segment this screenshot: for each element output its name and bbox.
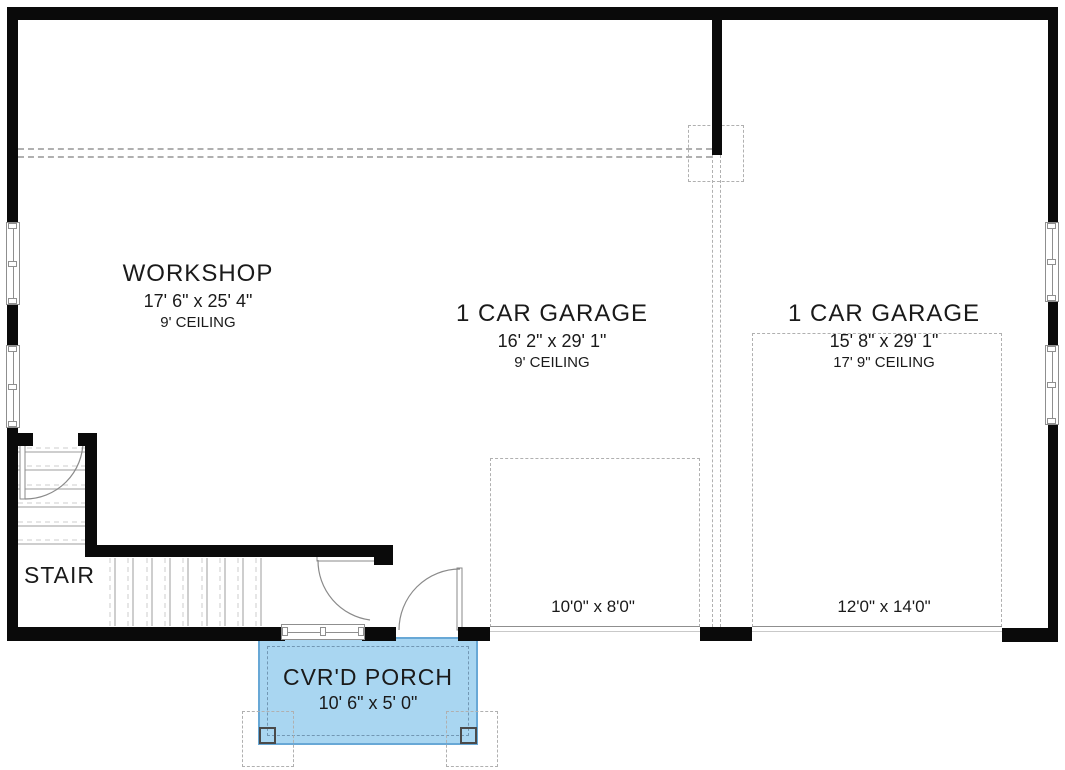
garage-1-dimensions: 16' 2" x 29' 1" [497, 330, 607, 351]
garage-door-2-size: 12'0" x 14'0" [837, 597, 931, 616]
stair-door-swing-arc [24, 440, 84, 500]
wall-garage-divider [712, 20, 722, 155]
garage-2-dimensions: 15' 8" x 29' 1" [829, 330, 939, 351]
wall-bottom-stair [7, 627, 285, 641]
porch-post-right [460, 727, 477, 744]
window-mullion-icon [8, 346, 17, 352]
garage-2-label: 1 CAR GARAGE 15' 8" x 29' 1" 17' 9" CEIL… [774, 300, 994, 372]
window-mullion-icon [1047, 259, 1056, 265]
overhead-dashed-line-lower [18, 156, 712, 158]
entry-door-swing-arc [398, 568, 461, 631]
garage-divider-dashed-left [712, 155, 713, 627]
garage-2-name: 1 CAR GARAGE [787, 300, 981, 327]
window-mullion-icon [1047, 346, 1056, 352]
garage-1-name: 1 CAR GARAGE [455, 300, 649, 327]
window-mullion-icon [8, 298, 17, 304]
wall-left-upper [7, 7, 18, 222]
porch-dimensions: 10' 6" x 5' 0" [318, 693, 418, 714]
wall-stair-vertical [85, 433, 97, 557]
wall-bottom-between-garage-doors [700, 627, 752, 641]
window-right-1 [1045, 222, 1059, 302]
window-left-1 [6, 222, 20, 305]
garage-2-ceiling: 17' 9" CEILING [833, 354, 935, 372]
stair-upper-treads [18, 451, 85, 545]
porch-label: CVR'D PORCH 10' 6" x 5' 0" [268, 664, 468, 714]
garage-door-1-size: 10'0" x 8'0" [551, 597, 635, 616]
window-mullion-icon [1047, 382, 1056, 388]
window-mullion-icon [1047, 418, 1056, 424]
wall-stair-horizontal [85, 545, 378, 557]
wall-right-mid [1048, 302, 1058, 348]
wall-left-lower [7, 428, 18, 640]
wall-bottom-seg-3 [458, 627, 490, 641]
window-left-2 [6, 345, 20, 428]
wall-stair-top-left [7, 433, 33, 446]
porch-inner-dashed-outline [267, 646, 469, 736]
workshop-name: WORKSHOP [122, 260, 274, 287]
wall-top [7, 7, 1058, 20]
workshop-ceiling: 9' CEILING [160, 314, 236, 332]
garage-1-parking-outline [490, 458, 700, 627]
stair-label: STAIR [24, 562, 96, 588]
workshop-label: WORKSHOP 17' 6" x 25' 4" 9' CEILING [93, 260, 303, 332]
wall-right-lower [1048, 425, 1058, 642]
garage-1-ceiling: 9' CEILING [514, 354, 590, 372]
garage-2-parking-outline [752, 333, 1002, 627]
window-mullion-icon [8, 383, 17, 390]
stair-door-leaf [19, 437, 26, 500]
window-mullion-icon [320, 627, 326, 636]
wall-right-upper [1048, 7, 1058, 222]
interior-door-swing-arc [317, 559, 371, 621]
wall-bottom-right-corner [1002, 628, 1058, 642]
wall-bottom-seg-2 [362, 627, 396, 641]
stair-lower-treads-dashed [109, 558, 257, 626]
window-mullion-icon [8, 260, 17, 267]
porch-name: CVR'D PORCH [282, 664, 453, 690]
window-mullion-icon [282, 627, 288, 636]
wall-stair-endcap [374, 545, 393, 565]
porch-footing-left [242, 711, 294, 767]
garage-door-2-sill [752, 626, 1002, 632]
stair-lower-treads [114, 558, 262, 626]
window-mullion-icon [1047, 223, 1056, 229]
entry-door-leaf [456, 567, 463, 631]
porch-footing-right [446, 711, 498, 767]
overhead-dashed-line-upper [18, 148, 712, 150]
covered-porch-area [258, 637, 478, 745]
window-mullion-icon [358, 627, 364, 636]
workshop-dimensions: 17' 6" x 25' 4" [143, 290, 253, 311]
porch-post-left [259, 727, 276, 744]
window-porch [281, 624, 365, 640]
garage-1-label: 1 CAR GARAGE 16' 2" x 29' 1" 9' CEILING [442, 300, 662, 372]
wall-left-mid [7, 305, 18, 347]
window-mullion-icon [8, 223, 17, 229]
window-right-2 [1045, 345, 1059, 425]
garage-door-1-sill [490, 626, 700, 632]
window-mullion-icon [8, 421, 17, 427]
garage-divider-dashed-right [720, 155, 721, 627]
window-mullion-icon [1047, 295, 1056, 301]
